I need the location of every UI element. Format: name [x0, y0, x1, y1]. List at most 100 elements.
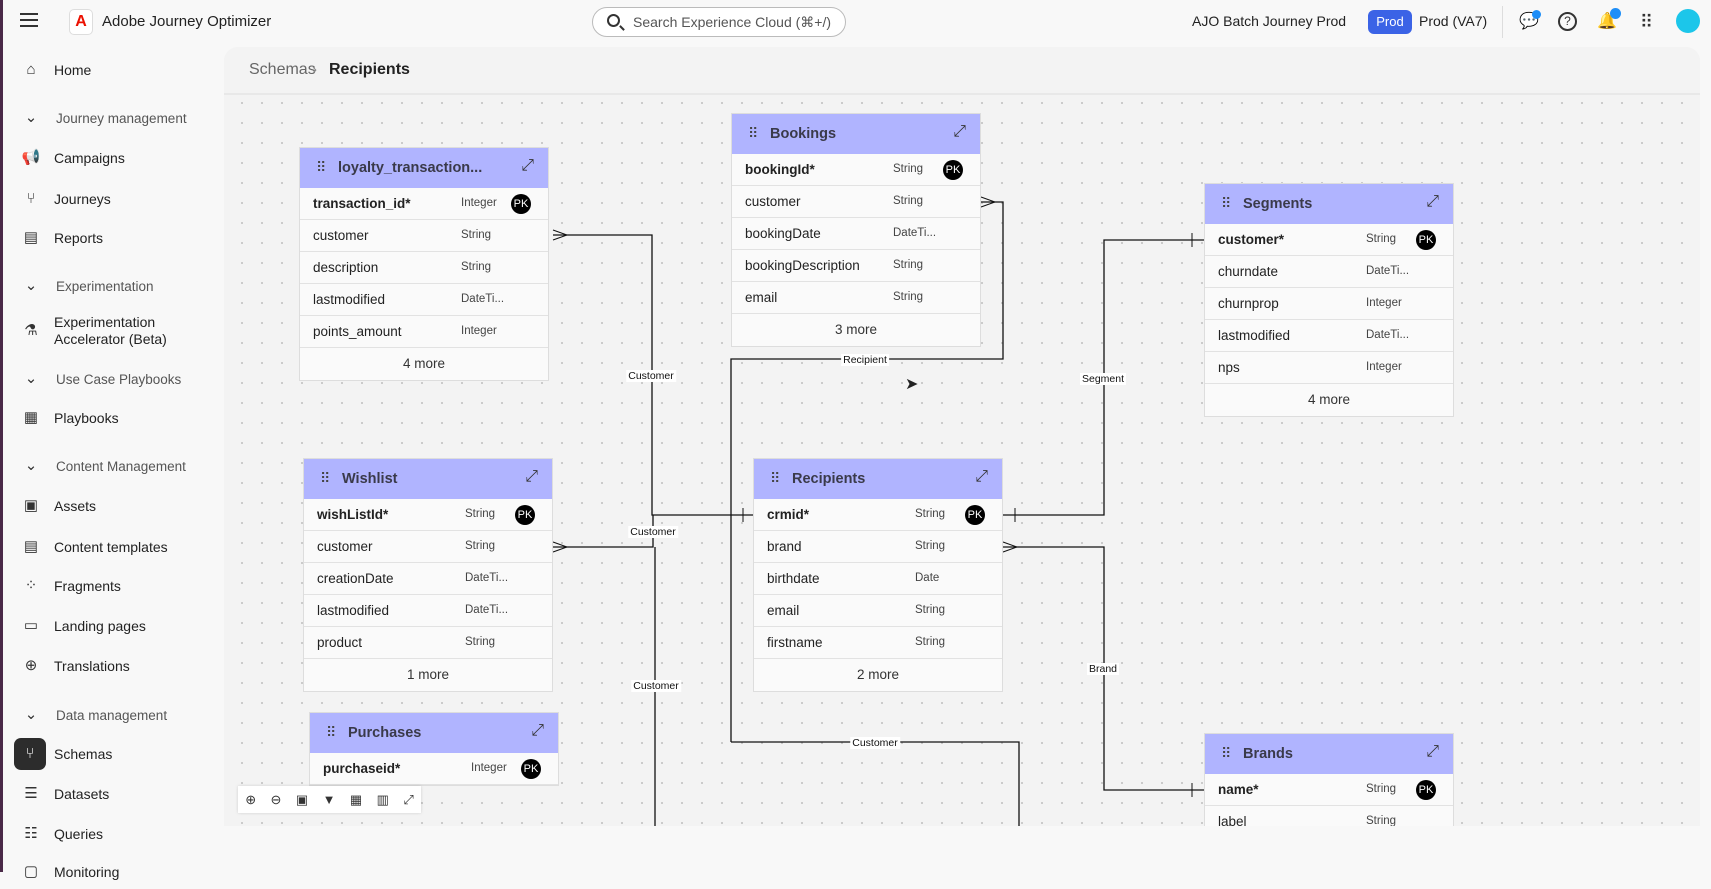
expand-icon[interactable]: ⤢	[521, 157, 534, 174]
drag-handle-icon[interactable]: ⠿	[1221, 195, 1231, 211]
sidebar-item[interactable]: ☷Queries	[0, 817, 220, 851]
map-icon[interactable]: ▥	[376, 791, 389, 807]
table-header[interactable]: ⠿loyalty_transaction...⤢	[300, 148, 548, 188]
drag-handle-icon[interactable]: ⠿	[316, 159, 326, 175]
apps-grid-icon[interactable]: ⠿	[1639, 12, 1653, 32]
drag-handle-icon[interactable]: ⠿	[1221, 745, 1231, 761]
sidebar-section-toggle[interactable]: ⌄Data management	[0, 698, 220, 732]
sidebar-item[interactable]: ▣Assets	[0, 489, 220, 523]
help-icon[interactable]: ?	[1558, 12, 1577, 31]
zoom-in-icon[interactable]: ⊕	[245, 791, 257, 807]
app-name[interactable]: Adobe Journey Optimizer	[102, 13, 272, 30]
sidebar-item[interactable]: ⑂Schemas	[0, 737, 220, 771]
sidebar-item[interactable]: 📢Campaigns	[0, 141, 220, 175]
drag-handle-icon[interactable]: ⠿	[748, 125, 758, 141]
user-avatar[interactable]	[1676, 9, 1700, 33]
fit-screen-icon[interactable]: ▣	[295, 791, 309, 807]
sidebar-item[interactable]: ⌂Home	[0, 53, 220, 87]
more-fields-link[interactable]: 4 more	[1307, 392, 1351, 407]
sidebar-item[interactable]: ⑂Journeys	[0, 182, 220, 216]
table-header[interactable]: ⠿Purchases⤢	[310, 713, 558, 753]
search-input[interactable]: Search Experience Cloud (⌘+/)	[592, 7, 846, 37]
expand-icon[interactable]: ⤢	[525, 468, 538, 485]
sidebar-item[interactable]: ⊕Translations	[0, 649, 220, 683]
sidebar-item[interactable]: ▭Landing pages	[0, 609, 220, 643]
expand-icon[interactable]: ⤢	[531, 722, 544, 739]
table-header[interactable]: ⠿Recipients⤢	[754, 459, 1002, 499]
sandbox-selector[interactable]: Prod (VA7)	[1419, 13, 1488, 29]
relationship-line[interactable]	[553, 515, 654, 548]
more-fields-link[interactable]: 1 more	[406, 667, 450, 682]
expand-icon[interactable]: ⤢	[953, 123, 966, 140]
table-header[interactable]: ⠿Bookings⤢	[732, 114, 980, 154]
more-fields-link[interactable]: 4 more	[402, 356, 446, 371]
expand-icon[interactable]: ⤢	[403, 791, 414, 807]
menu-icon[interactable]	[20, 13, 38, 27]
sidebar-section-toggle[interactable]: ⌄Use Case Playbooks	[0, 362, 220, 396]
zoom-out-icon[interactable]: ⊖	[270, 791, 282, 807]
table-header[interactable]: ⠿Brands⤢	[1205, 734, 1453, 774]
sandbox-badge[interactable]: Prod	[1368, 10, 1412, 34]
sidebar-item[interactable]: ⁘Fragments	[0, 569, 220, 603]
sidebar-item[interactable]: ▦Playbooks	[0, 401, 220, 435]
sidebar-section-toggle[interactable]: ⌄Content Management	[0, 449, 220, 483]
sidebar-section-toggle[interactable]: ⌄Journey management	[0, 101, 220, 135]
more-fields-link[interactable]: 2 more	[856, 667, 900, 682]
drag-handle-icon[interactable]: ⠿	[326, 724, 336, 740]
more-fields-link[interactable]: 3 more	[834, 322, 878, 337]
sidebar-item[interactable]: ⚗Experimentation Accelerator (Beta)	[0, 311, 220, 351]
sidebar-item[interactable]: ☰Datasets	[0, 777, 220, 811]
table-header[interactable]: ⠿Wishlist⤢	[304, 459, 552, 499]
layout-icon[interactable]: ▦	[349, 791, 363, 807]
table-header[interactable]: ⠿Segments⤢	[1205, 184, 1453, 224]
expand-icon[interactable]: ⤢	[975, 468, 988, 485]
sidebar-item[interactable]: ▢Monitoring	[0, 855, 220, 889]
breadcrumb-schemas[interactable]: Schemas	[249, 61, 316, 78]
drag-handle-icon[interactable]: ⠿	[320, 470, 330, 486]
sidebar-item[interactable]: ▤Content templates	[0, 530, 220, 564]
schema-canvas[interactable]: Schemas › Recipients ⠿loyalty_transactio…	[224, 47, 1700, 826]
relationship-line[interactable]	[731, 741, 1020, 826]
sidebar-section-toggle[interactable]: ⌄Experimentation	[0, 269, 220, 303]
drag-handle-icon[interactable]: ⠿	[770, 470, 780, 486]
expand-icon[interactable]: ⤢	[1426, 193, 1439, 210]
sidebar-item[interactable]: ▤Reports	[0, 221, 220, 255]
org-name[interactable]: AJO Batch Journey Prod	[1192, 13, 1347, 29]
schema-table-loyalty[interactable]: ⠿loyalty_transaction...⤢transaction_id*I…	[299, 147, 549, 381]
filter-icon[interactable]: ▼	[322, 792, 336, 807]
